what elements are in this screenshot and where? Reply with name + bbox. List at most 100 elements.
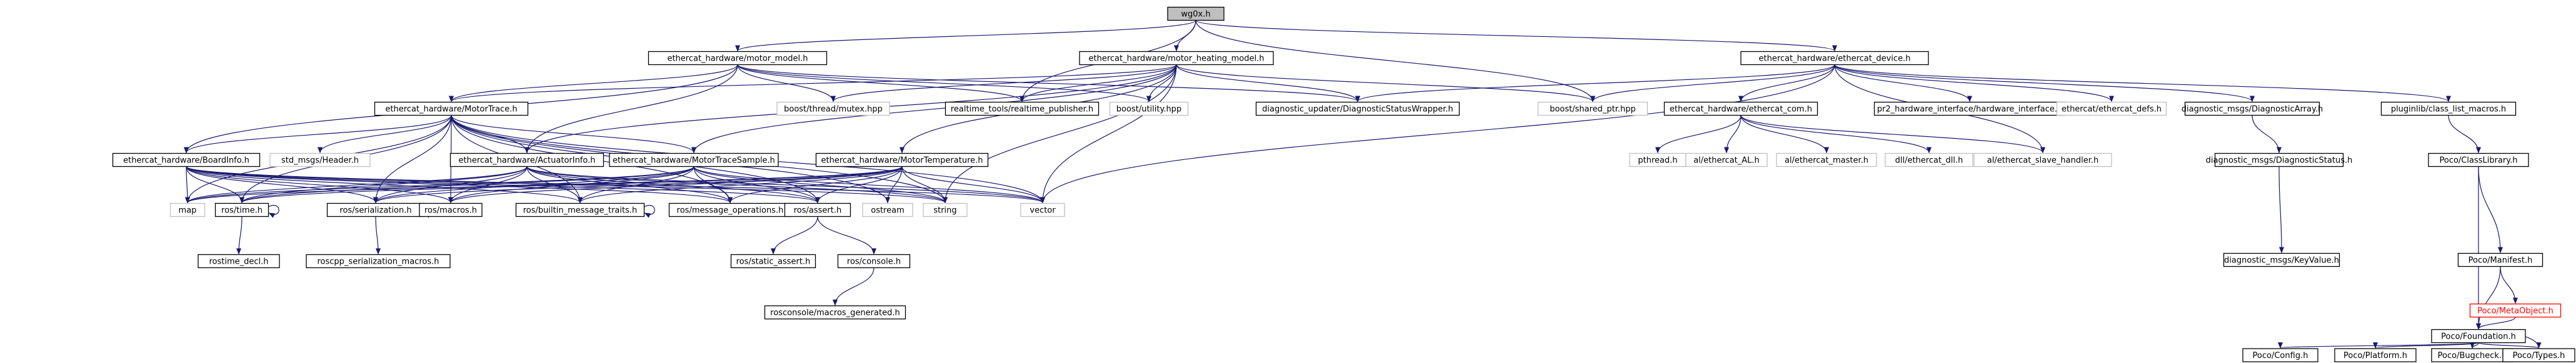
node-pmo[interactable]: Poco/MetaObject.h — [2469, 303, 2562, 318]
node-rtd[interactable]: rostime_decl.h — [198, 254, 280, 269]
node-box — [730, 254, 816, 269]
node-rmo[interactable]: ros/message_operations.h — [668, 202, 792, 217]
node-rmg[interactable]: rosconsole/macros_generated.h — [764, 305, 906, 320]
edge-mhm-to-btm — [831, 64, 1177, 102]
node-rassert[interactable]: ros/assert.h — [784, 202, 851, 217]
node-rtp[interactable]: realtime_tools/realtime_publisher.h — [945, 101, 1100, 116]
node-mhm[interactable]: ethercat_hardware/motor_heating_model.h — [1079, 51, 1274, 66]
edge-bi-to-rmo — [186, 166, 733, 204]
node-label: Poco/Config.h — [2253, 351, 2308, 361]
node-rtime[interactable]: ros/time.h — [214, 202, 269, 217]
node-label: ethercat_hardware/MotorTraceSample.h — [613, 156, 775, 166]
node-mtemp[interactable]: ethercat_hardware/MotorTemperature.h — [815, 152, 989, 167]
node-stdh[interactable]: std_msgs/Header.h — [269, 152, 371, 167]
node-pr2hi[interactable]: pr2_hardware_interface/hardware_interfac… — [1873, 101, 2066, 116]
node-pbug[interactable]: Poco/Bugcheck.h — [2431, 348, 2513, 362]
node-rbmt[interactable]: ros/builtin_message_traits.h — [515, 202, 645, 217]
edge-mm-to-mt — [449, 64, 738, 102]
node-label: diagnostic_msgs/DiagnosticArray.h — [2182, 105, 2323, 114]
node-map[interactable]: map — [169, 202, 206, 217]
edge-root-to-ed — [1195, 19, 1837, 52]
edge-ai-to-rmac — [448, 166, 528, 204]
node-dmkv[interactable]: diagnostic_msgs/KeyValue.h — [2223, 252, 2340, 267]
node-box — [2334, 348, 2417, 362]
node-label: ros/time.h — [221, 206, 263, 216]
node-vector[interactable]: vector — [1020, 202, 1065, 217]
edge-mm-to-btm — [737, 64, 836, 102]
edge-rcon-to-rmg — [833, 267, 875, 306]
edge-ai-to-vector — [526, 166, 1045, 204]
node-root[interactable]: wg0x.h — [1167, 6, 1225, 21]
node-al[interactable]: al/ethercat_AL.h — [1685, 152, 1768, 167]
node-mm[interactable]: ethercat_hardware/motor_model.h — [648, 51, 828, 66]
edge-mhm-to-dsw — [1176, 64, 1360, 102]
edge-mtemp-to-rassert — [815, 166, 903, 204]
node-pman[interactable]: Poco/Manifest.h — [2457, 252, 2543, 267]
edge-ecom-to-dll — [1740, 115, 1932, 154]
edge-bi-to-vector — [186, 166, 1045, 204]
edge-ed-to-ecd — [1834, 64, 2114, 102]
node-label: pr2_hardware_interface/hardware_interfac… — [1877, 105, 2063, 114]
node-label: dll/ethercat_dll.h — [1895, 156, 1963, 166]
node-dll[interactable]: dll/ethercat_dll.h — [1885, 152, 1973, 167]
edge-bi-to-map — [184, 166, 190, 204]
edge-dmda-to-dms — [2252, 115, 2282, 154]
node-box — [1885, 152, 1973, 167]
node-label: boost/utility.hpp — [1116, 105, 1181, 114]
edge-pcl-to-pcls — [2448, 115, 2481, 154]
edge-bi-to-rassert — [186, 166, 820, 204]
node-box — [1663, 101, 1818, 116]
node-slave[interactable]: al/ethercat_slave_handler.h — [1973, 152, 2112, 167]
edge-mtemp-to-rmac — [448, 166, 903, 204]
node-pthread[interactable]: pthread.h — [1629, 152, 1686, 167]
node-mt[interactable]: ethercat_hardware/MotorTrace.h — [374, 101, 529, 116]
node-box — [945, 101, 1100, 116]
node-label: ros/serialization.h — [339, 206, 411, 216]
node-ai[interactable]: ethercat_hardware/ActuatorInfo.h — [449, 152, 604, 167]
node-bsp[interactable]: boost/shared_ptr.hpp — [1537, 101, 1648, 116]
node-rsa[interactable]: ros/static_assert.h — [730, 254, 816, 269]
node-bi[interactable]: ethercat_hardware/BoardInfo.h — [112, 152, 261, 167]
node-box — [1079, 51, 1274, 66]
node-label: realtime_tools/realtime_publisher.h — [951, 105, 1093, 114]
node-pfound[interactable]: Poco/Foundation.h — [2431, 329, 2526, 344]
node-ostream[interactable]: ostream — [862, 202, 913, 217]
edge-mtemp-to-string — [901, 166, 948, 204]
edge-root-to-bsp — [1195, 20, 1595, 102]
node-butil[interactable]: boost/utility.hpp — [1109, 101, 1189, 116]
node-string[interactable]: string — [923, 202, 968, 217]
node-pcl[interactable]: pluginlib/class_list_macros.h — [2380, 101, 2517, 116]
node-box — [112, 152, 261, 167]
node-pplat[interactable]: Poco/Platform.h — [2334, 348, 2417, 362]
edge-ai-to-map — [185, 166, 528, 204]
node-label: Poco/ClassLibrary.h — [2440, 156, 2518, 166]
node-pconf[interactable]: Poco/Config.h — [2242, 348, 2318, 362]
node-master[interactable]: al/ethercat_master.h — [1776, 152, 1877, 167]
node-ecd[interactable]: ethercat/ethercat_defs.h — [2056, 101, 2167, 116]
node-pcls[interactable]: Poco/ClassLibrary.h — [2428, 152, 2529, 167]
node-box — [862, 202, 913, 217]
node-rser[interactable]: ros/serialization.h — [326, 202, 425, 217]
node-box — [419, 202, 483, 217]
node-rcon[interactable]: ros/console.h — [837, 254, 911, 269]
node-rsm[interactable]: roscpp_serialization_macros.h — [306, 254, 451, 269]
edge-mhm-to-butil — [1146, 64, 1177, 102]
node-ptypes[interactable]: Poco/Types.h — [2502, 348, 2575, 362]
node-ecom[interactable]: ethercat_hardware/ethercat_com.h — [1663, 101, 1818, 116]
node-label: ostream — [871, 206, 905, 216]
node-dsw[interactable]: diagnostic_updater/DiagnosticStatusWrapp… — [1255, 101, 1460, 116]
node-dms[interactable]: diagnostic_msgs/DiagnosticStatus.h — [2206, 152, 2353, 167]
node-ed[interactable]: ethercat_hardware/ethercat_device.h — [1740, 51, 1929, 66]
edge-pman-to-pmo — [2500, 266, 2518, 304]
edge-mm-to-butil — [737, 64, 1151, 102]
node-box — [2428, 152, 2529, 167]
node-dmda[interactable]: diagnostic_msgs/DiagnosticArray.h — [2182, 101, 2323, 116]
edge-pmo-to-pfound — [2476, 317, 2516, 330]
node-label: string — [933, 206, 956, 216]
node-box — [515, 202, 645, 217]
node-rmac[interactable]: ros/macros.h — [419, 202, 483, 217]
node-box — [2214, 152, 2344, 167]
node-btm[interactable]: boost/thread/mutex.hpp — [776, 101, 890, 116]
node-mts[interactable]: ethercat_hardware/MotorTraceSample.h — [609, 152, 779, 167]
